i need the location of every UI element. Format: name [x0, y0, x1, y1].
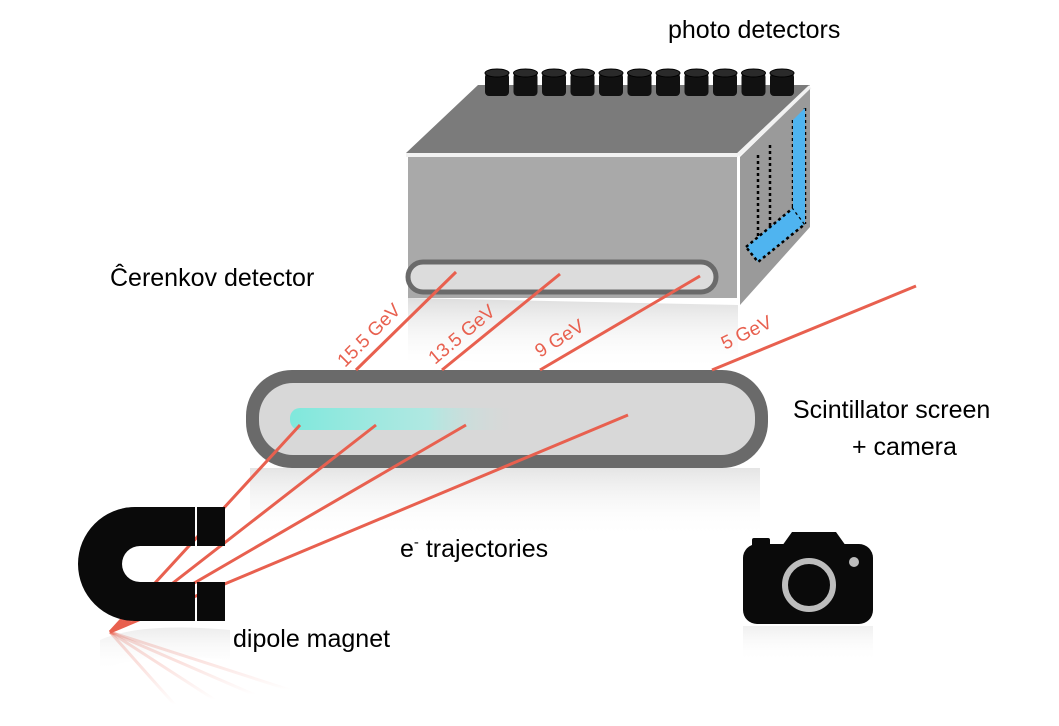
scintillator-screen — [246, 370, 768, 538]
photo-detector-tube — [570, 68, 595, 96]
light-guide-outline — [744, 108, 807, 264]
cerenkov-entrance-window — [405, 259, 719, 295]
photo-detector-array — [484, 68, 795, 96]
scintillator-label-line2: + camera — [852, 433, 957, 461]
photo-detector-tube — [655, 68, 681, 96]
trajectory-15-5-upper — [354, 270, 458, 372]
box-top-face — [406, 85, 810, 153]
cerenkov-light-region — [744, 206, 807, 264]
trajectory-9-upper — [539, 274, 701, 372]
photo-detector-tube — [741, 68, 766, 96]
cerenkov-detector-box — [405, 85, 812, 370]
box-top-side-edge — [736, 85, 812, 157]
photo-detector-tube — [769, 68, 795, 96]
camera-icon — [743, 532, 873, 662]
trajectories-label: e- trajectories — [400, 534, 548, 563]
trajectory-5-lower — [109, 413, 629, 634]
trajectory-13-5-upper — [441, 272, 561, 372]
photo-detector-tube — [627, 68, 652, 96]
cerenkov-light-vertical — [793, 108, 805, 224]
horseshoe-magnet-icon — [78, 507, 230, 672]
photo-detectors-label: photo detectors — [668, 16, 840, 44]
photo-detector-tube — [484, 68, 510, 96]
photo-detector-tube — [541, 68, 567, 96]
box-shadow — [408, 298, 738, 370]
energy-label-15-5: 15.5 GeV — [334, 300, 406, 372]
photo-detector-tube — [712, 68, 738, 96]
dipole-magnet-label: dipole magnet — [233, 625, 390, 653]
scintillation-glow — [290, 408, 520, 430]
screen-reflection — [250, 468, 760, 538]
photo-detector-tube — [513, 68, 538, 96]
cerenkov-detector-label: Ĉerenkov detector — [110, 263, 314, 292]
photo-detector-tube — [684, 68, 709, 96]
photo-detector-tube — [598, 68, 624, 96]
scintillator-label-line1: Scintillator screen — [793, 396, 990, 424]
trajectory-5-upper — [711, 284, 917, 372]
